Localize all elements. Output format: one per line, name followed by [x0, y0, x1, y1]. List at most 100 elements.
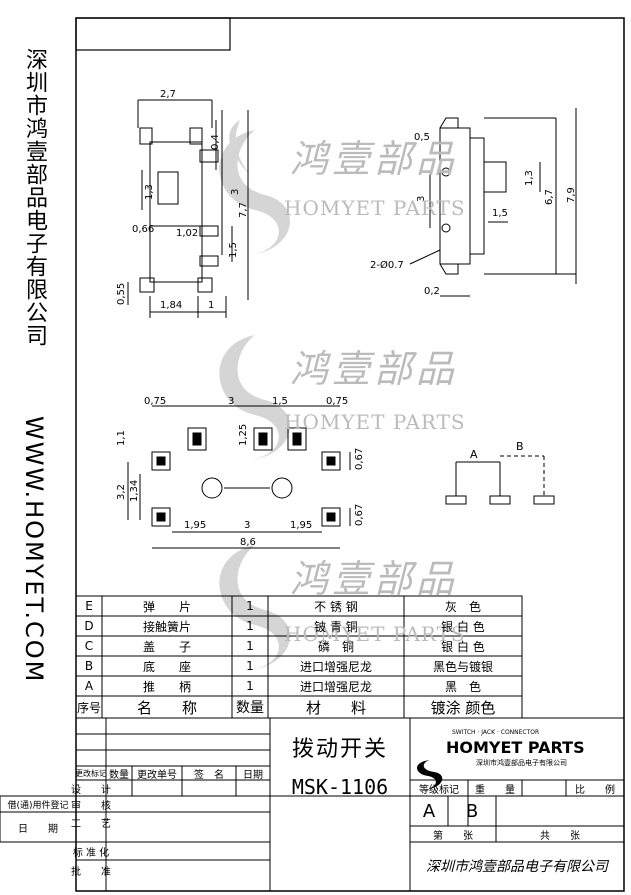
dim-fp-0-75-left: 0,75: [144, 396, 166, 407]
weight-label: 重 量: [475, 784, 515, 796]
bom-row-a-no: A: [84, 679, 94, 693]
watermark-cn-1: 鸿壹部品: [290, 137, 459, 181]
watermark-en-2: HOMYET PARTS: [284, 410, 466, 434]
grade-b: B: [465, 800, 479, 822]
change-header-date: 日期: [243, 769, 263, 781]
watermark-en-1: HOMYET PARTS: [284, 196, 466, 220]
bom-row-c-material: 磷 铜: [317, 639, 354, 654]
bom-header-no: 序号: [76, 700, 101, 715]
dim-0-5: 0,5: [414, 132, 430, 143]
dim-fp-0-67-top: 0,67: [354, 448, 365, 470]
dim-7-9: 7,9: [566, 187, 577, 203]
brand-logo-icon: [417, 760, 443, 790]
role-approve: 批 准: [71, 866, 111, 878]
bom-row-b-name: 底 座: [142, 659, 191, 674]
bom-row-c-name: 盖 子: [142, 639, 191, 654]
bom-row-c-qty: 1: [246, 639, 254, 653]
watermark-en-3: HOMYET PARTS: [284, 622, 466, 646]
brand-tag: SWITCH · JACK · CONNECTOR: [452, 729, 540, 736]
brand-name: HOMYET PARTS: [446, 738, 585, 757]
pcb-footprint-drawing: [127, 405, 351, 549]
watermark-cn-3: 鸿壹部品: [290, 557, 459, 601]
dim-fp-1-1: 1,1: [116, 430, 127, 446]
footer-company: 深圳市鸿壹部品电子有限公司: [426, 859, 608, 875]
schematic-label-b: B: [516, 440, 524, 453]
bom-row-e-finish: 灰 色: [444, 599, 481, 614]
dim-7-7: 7,7: [238, 202, 249, 218]
dim-fp-3-top: 3: [228, 396, 234, 407]
grade-label: 等级标记: [419, 784, 459, 796]
change-header-doc: 更改单号: [137, 769, 177, 781]
bom-row-d-name: 接触簧片: [142, 619, 191, 634]
dim-view2-1-5: 1,5: [492, 208, 508, 219]
change-header-qty: 数量: [109, 769, 129, 781]
bom-row-d-finish: 银 白 色: [441, 619, 485, 634]
watermark-logo-3: [219, 545, 291, 670]
dim-6-7: 6,7: [544, 189, 555, 205]
dim-3: 3: [230, 189, 241, 195]
bom-header-qty: 数量: [236, 700, 264, 716]
bom-row-c-no: C: [84, 639, 94, 653]
bom-row-b-finish: 黑色与镀银: [432, 659, 493, 674]
bom-header-finish: 镀涂 颜色: [430, 698, 496, 717]
dim-1-02: 1,02: [176, 228, 198, 239]
dim-2-phi-0-7: 2-Ø0.7: [370, 259, 404, 271]
product-name: 拨动开关: [291, 737, 388, 762]
dim-0-4: 0,4: [210, 134, 221, 150]
change-header-mark: 更改标记: [75, 768, 107, 778]
grade-a: A: [422, 800, 436, 822]
dim-fp-1-34: 1,34: [129, 480, 140, 502]
bom-row-b-qty: 1: [246, 659, 254, 673]
bom-row-d-qty: 1: [246, 619, 254, 633]
dim-view2-1-3: 1,3: [524, 170, 535, 186]
change-header-sign: 签 名: [194, 769, 224, 781]
bom-row-e-material: 不 锈 钢: [314, 599, 358, 614]
dim-1-3: 1,3: [144, 184, 155, 200]
dim-0-66: 0,66: [132, 224, 154, 235]
front-view-drawing: [409, 108, 577, 297]
bom-row-a-qty: 1: [246, 679, 254, 693]
bom-row-a-material: 进口增强尼龙: [299, 679, 372, 694]
dim-1-5: 1,5: [228, 242, 239, 258]
dim-0-2: 0,2: [424, 286, 440, 297]
dim-fp-8-6: 8,6: [240, 537, 256, 548]
bom-row-d-no: D: [84, 619, 94, 633]
watermark-cn-2: 鸿壹部品: [290, 347, 459, 391]
bom-row-b-material: 进口增强尼龙: [299, 659, 372, 674]
company-name-vertical: 深圳市鸿壹部品电子有限公司: [22, 48, 47, 347]
bom-row-b-no: B: [84, 659, 94, 673]
bom-row-e-name: 弹 片: [142, 599, 191, 614]
role-standard: 标 准 化: [72, 847, 110, 859]
bom-row-e-no: E: [85, 599, 93, 613]
watermark-logo-1: [219, 120, 291, 255]
role-review: 审 核: [71, 800, 111, 812]
dim-1-84: 1,84: [160, 300, 182, 311]
dim-fp-0-67-bottom: 0,67: [354, 504, 365, 526]
dim-1: 1: [208, 300, 214, 311]
side-view-drawing: [127, 99, 249, 318]
dim-2-7: 2,7: [160, 89, 176, 100]
brand-company: 深圳市鸿壹部品电子有限公司: [476, 759, 567, 767]
switch-schematic: [445, 455, 555, 505]
watermark-logo-2: [219, 335, 291, 460]
title-block-grid: [0, 717, 624, 891]
scale-label: 比 例: [575, 784, 615, 796]
role-design: 设 计: [71, 784, 111, 796]
bom-header-name: 名 称: [136, 698, 197, 717]
dim-0-55: 0,55: [116, 283, 127, 305]
dim-fp-1-95-left: 1,95: [184, 520, 206, 531]
total-label: 共 张: [540, 830, 580, 842]
dim-fp-1-95-right: 1,95: [290, 520, 312, 531]
bom-row-e-qty: 1: [246, 599, 254, 613]
sheet-label: 第 张: [433, 830, 473, 842]
dim-view2-3: 3: [416, 196, 427, 202]
dim-fp-3-bottom: 3: [244, 520, 250, 531]
dim-fp-0-75-right: 0,75: [326, 396, 348, 407]
dim-fp-1-25: 1,25: [238, 424, 249, 446]
website-vertical: WWW.HOMYET.COM: [20, 416, 48, 684]
bom-header-material: 材 料: [305, 698, 366, 717]
product-model: MSK-1106: [291, 775, 389, 799]
dim-fp-3-2: 3,2: [116, 484, 127, 500]
bom-row-a-finish: 黑 色: [444, 679, 481, 694]
